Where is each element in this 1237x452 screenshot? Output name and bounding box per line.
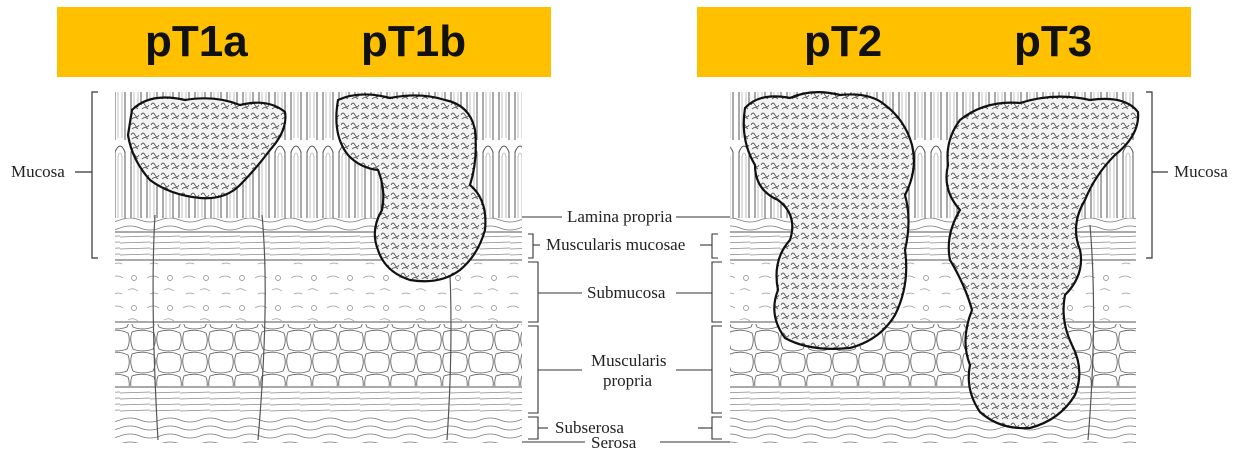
serosa-label: Serosa bbox=[588, 434, 639, 451]
mucosa-bracket-right bbox=[1146, 92, 1152, 258]
muscularis-mucosae-label: Muscularis mucosae bbox=[543, 236, 688, 253]
mucosa-label-left: Mucosa bbox=[8, 163, 68, 180]
mucosa-bracket-left bbox=[92, 92, 98, 258]
lamina-propria-label: Lamina propria bbox=[564, 208, 675, 225]
mucosa-label-right: Mucosa bbox=[1171, 163, 1231, 180]
muscularis-propria-label-line2: propria bbox=[600, 372, 655, 389]
muscularis-propria-label-line1: Muscularis bbox=[588, 352, 670, 369]
submucosa-label: Submucosa bbox=[584, 284, 668, 301]
